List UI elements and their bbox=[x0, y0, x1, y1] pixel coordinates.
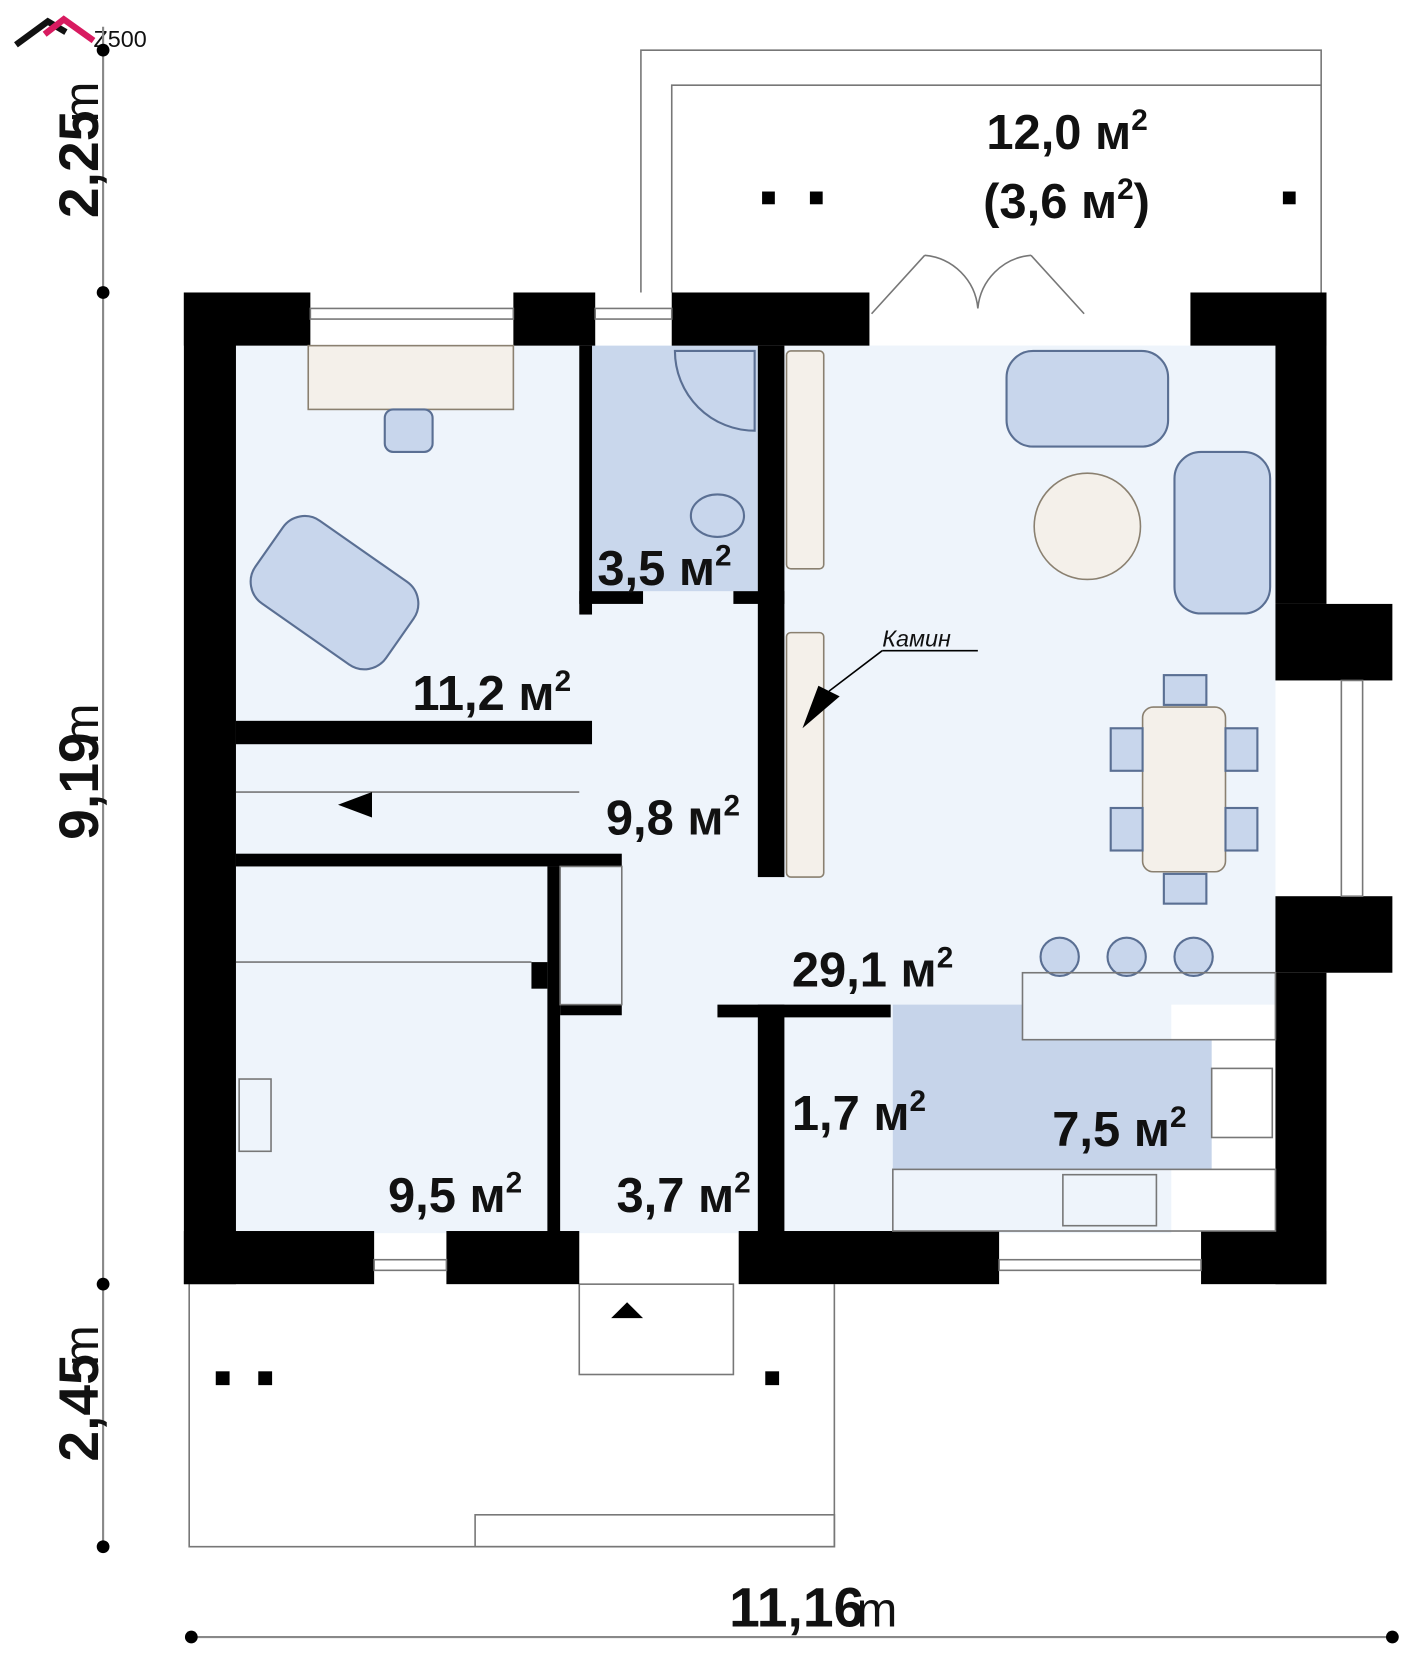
z500-logo: Z500 bbox=[14, 15, 147, 52]
walls bbox=[183, 292, 1393, 1285]
room-fills bbox=[235, 345, 1276, 1234]
svg-text:2,25: 2,25 bbox=[48, 111, 110, 219]
dim-terrace-depth: 2,25 m bbox=[48, 82, 110, 218]
furniture bbox=[235, 344, 1277, 1232]
svg-text:9,19: 9,19 bbox=[48, 732, 110, 840]
svg-text:m: m bbox=[55, 82, 109, 123]
terrace-area: 12,0 м2 bbox=[986, 104, 1147, 160]
living-area: 29,1 м2 bbox=[792, 941, 953, 997]
hall-area: 9,8 м2 bbox=[606, 789, 740, 845]
pantry-area: 1,7 м2 bbox=[792, 1085, 926, 1141]
terrace-covered-area: (3,6 м2) bbox=[983, 173, 1150, 229]
top-terrace bbox=[640, 49, 1322, 293]
bathroom-area: 3,5 м2 bbox=[597, 540, 731, 596]
kitchen-area: 7,5 м2 bbox=[1052, 1101, 1186, 1157]
svg-text:m: m bbox=[55, 1325, 109, 1366]
svg-text:2,45: 2,45 bbox=[48, 1354, 110, 1462]
dim-porch-depth: 2,45 m bbox=[48, 1325, 110, 1461]
vestibule-area: 3,7 м2 bbox=[616, 1167, 750, 1223]
svg-text:11,16: 11,16 bbox=[729, 1576, 864, 1638]
bedroom-area: 11,2 м2 bbox=[412, 665, 571, 721]
dim-house-width: 11,16 m bbox=[729, 1576, 897, 1638]
utility-area: 9,5 м2 bbox=[388, 1167, 522, 1223]
porch bbox=[188, 1283, 836, 1548]
dimension-lines bbox=[96, 26, 1399, 1644]
fireplace-label: Камин bbox=[882, 625, 951, 651]
svg-text:m: m bbox=[857, 1583, 898, 1637]
dim-house-depth: 9,19 m bbox=[48, 703, 110, 839]
svg-text:m: m bbox=[55, 703, 109, 744]
windows bbox=[309, 254, 1364, 1272]
